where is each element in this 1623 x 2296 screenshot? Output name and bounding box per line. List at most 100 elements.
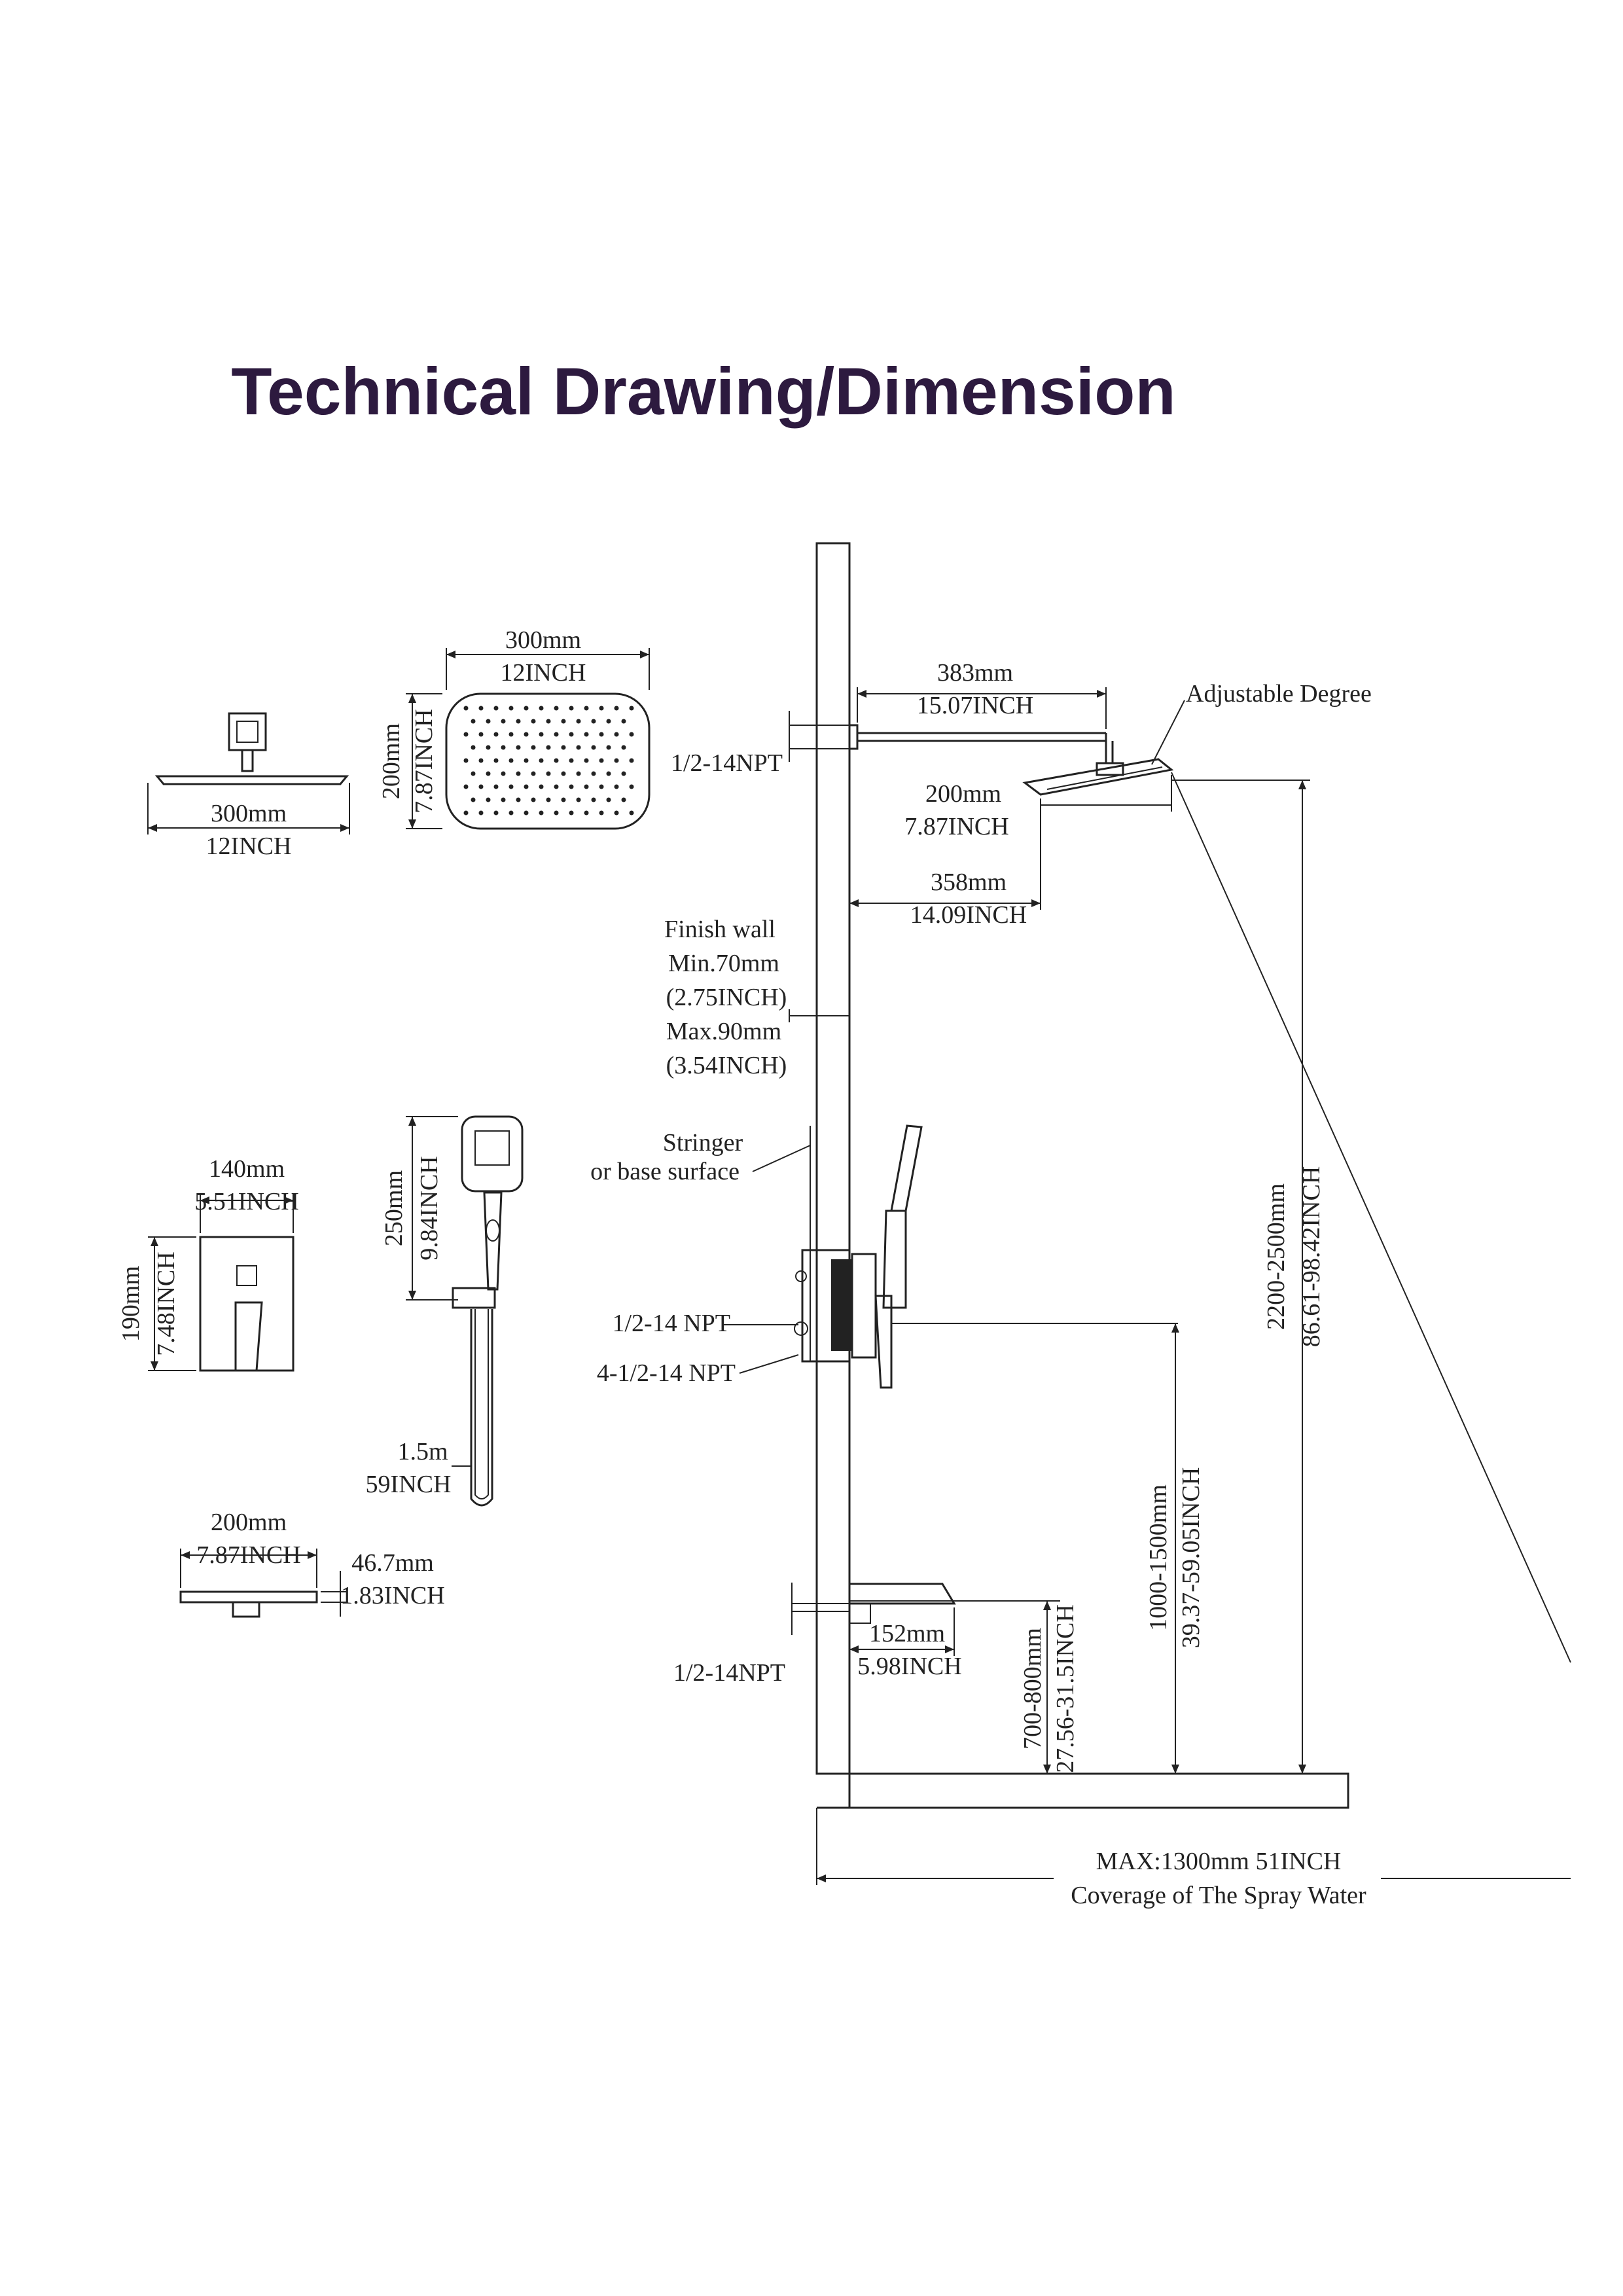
nozzle-dot xyxy=(591,745,596,750)
head-reach-in: 14.09INCH xyxy=(910,901,1027,929)
valve-width-mm: 140mm xyxy=(209,1155,285,1183)
nozzle-dot xyxy=(471,745,476,750)
nozzle-dot xyxy=(531,719,536,724)
nozzle-dot xyxy=(614,810,619,816)
stringer-label: Stringer xyxy=(663,1129,743,1157)
nozzle-dot xyxy=(508,732,514,737)
hose-length-m: 1.5m xyxy=(397,1438,448,1465)
nozzle-dot xyxy=(493,810,499,816)
finish-wall-notes: Finish wall Min.70mm (2.75INCH) Max.90mm… xyxy=(590,916,850,1361)
coverage-label: Coverage of The Spray Water xyxy=(1071,1882,1366,1909)
nozzle-dot xyxy=(561,797,566,802)
nozzle-dot xyxy=(478,758,484,763)
finish-wall-label: Finish wall xyxy=(664,916,776,943)
nozzle-dot xyxy=(599,784,604,789)
nozzle-dot xyxy=(561,719,566,724)
nozzle-dot xyxy=(471,771,476,776)
head-front-width-mm: 300mm xyxy=(211,800,287,827)
nozzle-dot xyxy=(516,719,521,724)
nozzle-dot xyxy=(629,732,634,737)
side-view-shower-arm: 383mm 15.07INCH Adjustable Degree 1/2-14… xyxy=(671,659,1571,1663)
nozzle-dot xyxy=(584,758,589,763)
nozzle-dot xyxy=(629,758,634,763)
nozzle-dot xyxy=(463,758,469,763)
nozzle-dot xyxy=(508,706,514,711)
nozzle-dot xyxy=(576,745,581,750)
spray-nozzle-grid xyxy=(463,706,634,816)
nozzle-dot xyxy=(569,758,574,763)
spout-width-in: 7.87INCH xyxy=(196,1541,300,1569)
nozzle-dot xyxy=(606,719,611,724)
valve-height-in: 7.48INCH xyxy=(152,1251,180,1355)
nozzle-dot xyxy=(508,758,514,763)
nozzle-dot xyxy=(539,784,544,789)
valve-trim-plate: 140mm 5.51INCH 190mm 7.48INCH xyxy=(117,1155,299,1372)
nozzle-dot xyxy=(501,771,506,776)
nozzle-dot xyxy=(554,810,559,816)
nozzle-dot xyxy=(614,758,619,763)
nozzle-dot xyxy=(599,732,604,737)
nozzle-dot xyxy=(539,810,544,816)
arm-length-in: 15.07INCH xyxy=(917,692,1033,719)
nozzle-dot xyxy=(599,810,604,816)
side-head-width-in: 7.87INCH xyxy=(904,813,1008,840)
nozzle-dot xyxy=(539,732,544,737)
side-view-spout: 1/2-14NPT 152mm 5.98INCH xyxy=(673,1583,1060,1687)
nozzle-dot xyxy=(463,706,469,711)
nozzle-dot xyxy=(463,784,469,789)
shower-head-front-view: 300mm 12INCH xyxy=(147,712,350,860)
arm-npt-label: 1/2-14NPT xyxy=(671,749,783,777)
nozzle-dot xyxy=(471,797,476,802)
wall-section xyxy=(815,542,1349,1885)
spout-height-range-in: 27.56-31.5INCH xyxy=(1052,1604,1079,1773)
nozzle-dot xyxy=(516,745,521,750)
nozzle-dot xyxy=(629,706,634,711)
finish-wall-min-in: (2.75INCH) xyxy=(666,984,787,1011)
nozzle-dot xyxy=(591,771,596,776)
nozzle-dot xyxy=(554,732,559,737)
spout-height-mm: 46.7mm xyxy=(351,1549,434,1577)
nozzle-dot xyxy=(606,745,611,750)
hand-shower-height-mm: 250mm xyxy=(380,1170,408,1246)
nozzle-dot xyxy=(584,784,589,789)
nozzle-dot xyxy=(606,797,611,802)
nozzle-dot xyxy=(629,810,634,816)
head-top-height-in: 7.87INCH xyxy=(410,709,438,813)
nozzle-dot xyxy=(524,810,529,816)
finish-wall-min: Min.70mm xyxy=(668,950,779,977)
nozzle-dot xyxy=(614,706,619,711)
spout-width-mm: 200mm xyxy=(211,1509,287,1536)
nozzle-dot xyxy=(524,784,529,789)
spout-reach-mm: 152mm xyxy=(869,1620,945,1647)
head-top-width-mm: 300mm xyxy=(505,626,581,654)
nozzle-dot xyxy=(599,758,604,763)
nozzle-dot xyxy=(546,719,551,724)
nozzle-dot xyxy=(554,706,559,711)
nozzle-dot xyxy=(508,784,514,789)
valve-npt-label: 1/2-14 NPT xyxy=(613,1310,731,1337)
page-title: Technical Drawing/Dimension xyxy=(231,354,1176,429)
nozzle-dot xyxy=(576,719,581,724)
nozzle-dot xyxy=(629,784,634,789)
nozzle-dot xyxy=(561,771,566,776)
nozzle-dot xyxy=(546,771,551,776)
tub-spout-view: 200mm 7.87INCH 46.7mm 1.83INCH xyxy=(179,1509,445,1618)
nozzle-dot xyxy=(621,771,626,776)
nozzle-dot xyxy=(516,771,521,776)
nozzle-dot xyxy=(621,719,626,724)
hose-length-in: 59INCH xyxy=(366,1471,452,1498)
nozzle-dot xyxy=(591,719,596,724)
valve-width-in: 5.51INCH xyxy=(194,1188,298,1215)
spout-height-in: 1.83INCH xyxy=(340,1582,444,1609)
nozzle-dot xyxy=(606,771,611,776)
hand-shower-height-in: 9.84INCH xyxy=(416,1156,443,1260)
nozzle-dot xyxy=(524,758,529,763)
nozzle-dot xyxy=(584,706,589,711)
spout-height-range-mm: 700-800mm xyxy=(1019,1628,1046,1749)
arm-length-mm: 383mm xyxy=(937,659,1013,687)
nozzle-dot xyxy=(599,706,604,711)
nozzle-dot xyxy=(501,719,506,724)
nozzle-dot xyxy=(546,797,551,802)
head-height-range-in: 86.61-98.42INCH xyxy=(1298,1166,1325,1348)
